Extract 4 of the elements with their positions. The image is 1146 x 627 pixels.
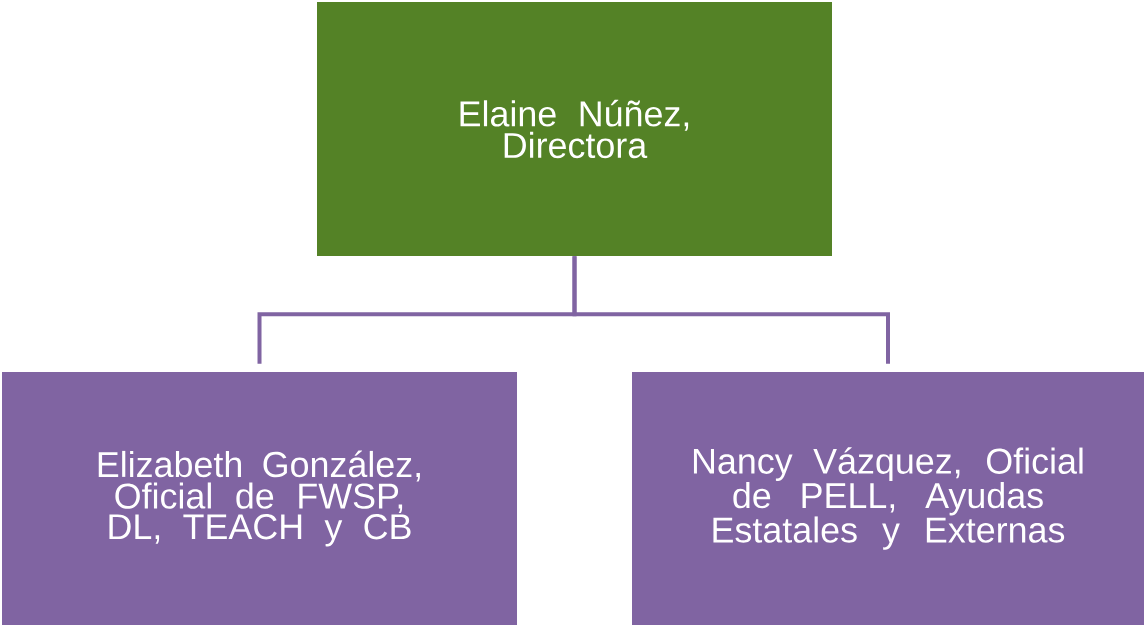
connector-line bbox=[572, 256, 890, 364]
org-box: Nancy Vázquez, Oficial de PELL, Ayudas Estatales y Externas bbox=[632, 372, 1144, 625]
org-box: Elizabeth González, Oficial de FWSP, DL, TEACH y CB bbox=[2, 372, 517, 625]
org-box: Elaine Núñez, Directora bbox=[317, 2, 832, 256]
